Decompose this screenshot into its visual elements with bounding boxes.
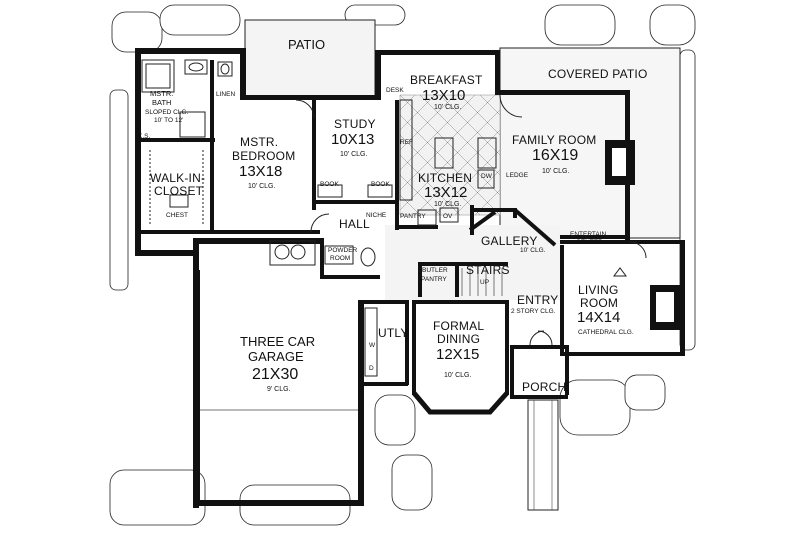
formal-dining-label: FORMAL bbox=[433, 319, 485, 333]
formal-dining-ceiling: 10' CLG. bbox=[444, 372, 472, 379]
family-room-label: FAMILY ROOM bbox=[512, 133, 597, 147]
entry-ceiling: 2 STORY CLG. bbox=[511, 308, 556, 315]
ledge-label: LEDGE bbox=[506, 172, 529, 179]
kitchen-dim: 13X12 bbox=[424, 184, 468, 201]
ref-label: REF bbox=[400, 139, 413, 146]
breakfast-dim: 13X10 bbox=[422, 87, 466, 104]
mstr-bath-label-2: BATH bbox=[152, 98, 172, 107]
study-ceiling: 10' CLG. bbox=[340, 151, 368, 158]
entertain-center-label-2: CENTER bbox=[576, 239, 603, 246]
pantry-label: PANTRY bbox=[400, 213, 426, 220]
walk-in-closet-label: WALK-IN- bbox=[150, 171, 206, 185]
formal-dining-label-2: DINING bbox=[437, 332, 481, 346]
gallery-label: GALLERY bbox=[481, 234, 538, 248]
walls bbox=[135, 48, 685, 508]
study-book-left-label: BOOK bbox=[320, 181, 339, 188]
garage-label: THREE CAR bbox=[240, 334, 316, 349]
fixtures bbox=[141, 59, 647, 511]
stairs-up-label: UP bbox=[480, 279, 490, 286]
mstr-bedroom-label: MSTR. bbox=[240, 135, 279, 149]
desk-label: DESK bbox=[386, 87, 404, 94]
linen-label: LINEN bbox=[216, 91, 236, 98]
living-room-label: LIVING bbox=[578, 283, 619, 297]
study-label: STUDY bbox=[334, 117, 376, 131]
family-room-ceiling: 10' CLG. bbox=[542, 168, 570, 175]
chest-label: CHEST bbox=[166, 212, 189, 219]
patio-label: PATIO bbox=[288, 37, 326, 52]
utility-label: UTLY bbox=[378, 326, 409, 340]
living-room-label-2: ROOM bbox=[580, 296, 619, 310]
dw-label: DW bbox=[481, 173, 492, 180]
family-room-dim: 16X19 bbox=[532, 147, 579, 164]
mstr-bath-ceiling-2: 10' TO 12' bbox=[154, 117, 184, 124]
ov-label: OV bbox=[443, 213, 453, 220]
hall-label: HALL bbox=[339, 217, 370, 231]
study-book-right-label: BOOK bbox=[371, 181, 390, 188]
garage-dim: 21X30 bbox=[252, 366, 299, 383]
washer-label: W bbox=[369, 342, 376, 349]
breakfast-label: BREAKFAST bbox=[410, 73, 483, 87]
mstr-bedroom-label-2: BEDROOM bbox=[232, 149, 296, 163]
powder-room-label-2: ROOM bbox=[330, 255, 351, 262]
mstr-bath-ceiling: SLOPED CLG. bbox=[145, 109, 189, 116]
kitchen-ceiling: 10' CLG. bbox=[434, 201, 462, 208]
stairs-label: STAIRS bbox=[466, 263, 510, 277]
gallery-ceiling: 10' CLG. bbox=[520, 247, 546, 254]
formal-dining-dim: 12X15 bbox=[436, 346, 480, 363]
mstr-bedroom-ceiling: 10' CLG. bbox=[248, 183, 276, 190]
porch-label: PORCH bbox=[522, 380, 567, 394]
living-room-dim: 14X14 bbox=[577, 309, 621, 326]
butler-pantry-label: BUTLER bbox=[422, 267, 448, 274]
garage-label-2: GARAGE bbox=[248, 349, 304, 364]
niche-label: NICHE bbox=[366, 212, 387, 219]
dryer-label: D bbox=[369, 365, 374, 372]
entry-label: ENTRY bbox=[517, 293, 559, 307]
walk-in-closet-label-2: CLOSET bbox=[154, 184, 204, 198]
mstr-bath-label: MSTR. bbox=[150, 89, 174, 98]
entertain-center-label: ENTERTAIN bbox=[570, 231, 607, 238]
breakfast-ceiling: 10' CLG. bbox=[434, 104, 462, 111]
powder-room-label: POWDER bbox=[328, 247, 358, 254]
garage-ceiling: 9' CLG. bbox=[267, 386, 291, 393]
study-dim: 10X13 bbox=[331, 131, 375, 148]
living-room-ceiling: CATHEDRAL CLG. bbox=[578, 329, 634, 336]
covered-patio-label: COVERED PATIO bbox=[548, 67, 648, 81]
mstr-bedroom-dim: 13X18 bbox=[239, 163, 283, 180]
ks-label: K.S. bbox=[138, 133, 151, 140]
kitchen-label: KITCHEN bbox=[418, 171, 473, 185]
butler-pantry-label-2: PANTRY bbox=[421, 276, 447, 283]
patio-area bbox=[244, 19, 681, 239]
